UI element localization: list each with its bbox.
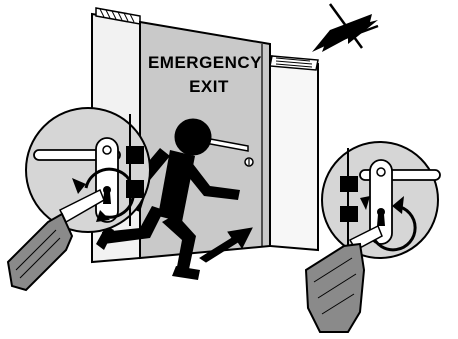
lock-detail-left [26,108,150,232]
lock-detail-right [322,142,440,258]
sign-line-1: EMERGENCY [148,53,262,72]
sign-line-2: EXIT [189,77,229,96]
crossed-out-arrow-icon [312,4,378,52]
